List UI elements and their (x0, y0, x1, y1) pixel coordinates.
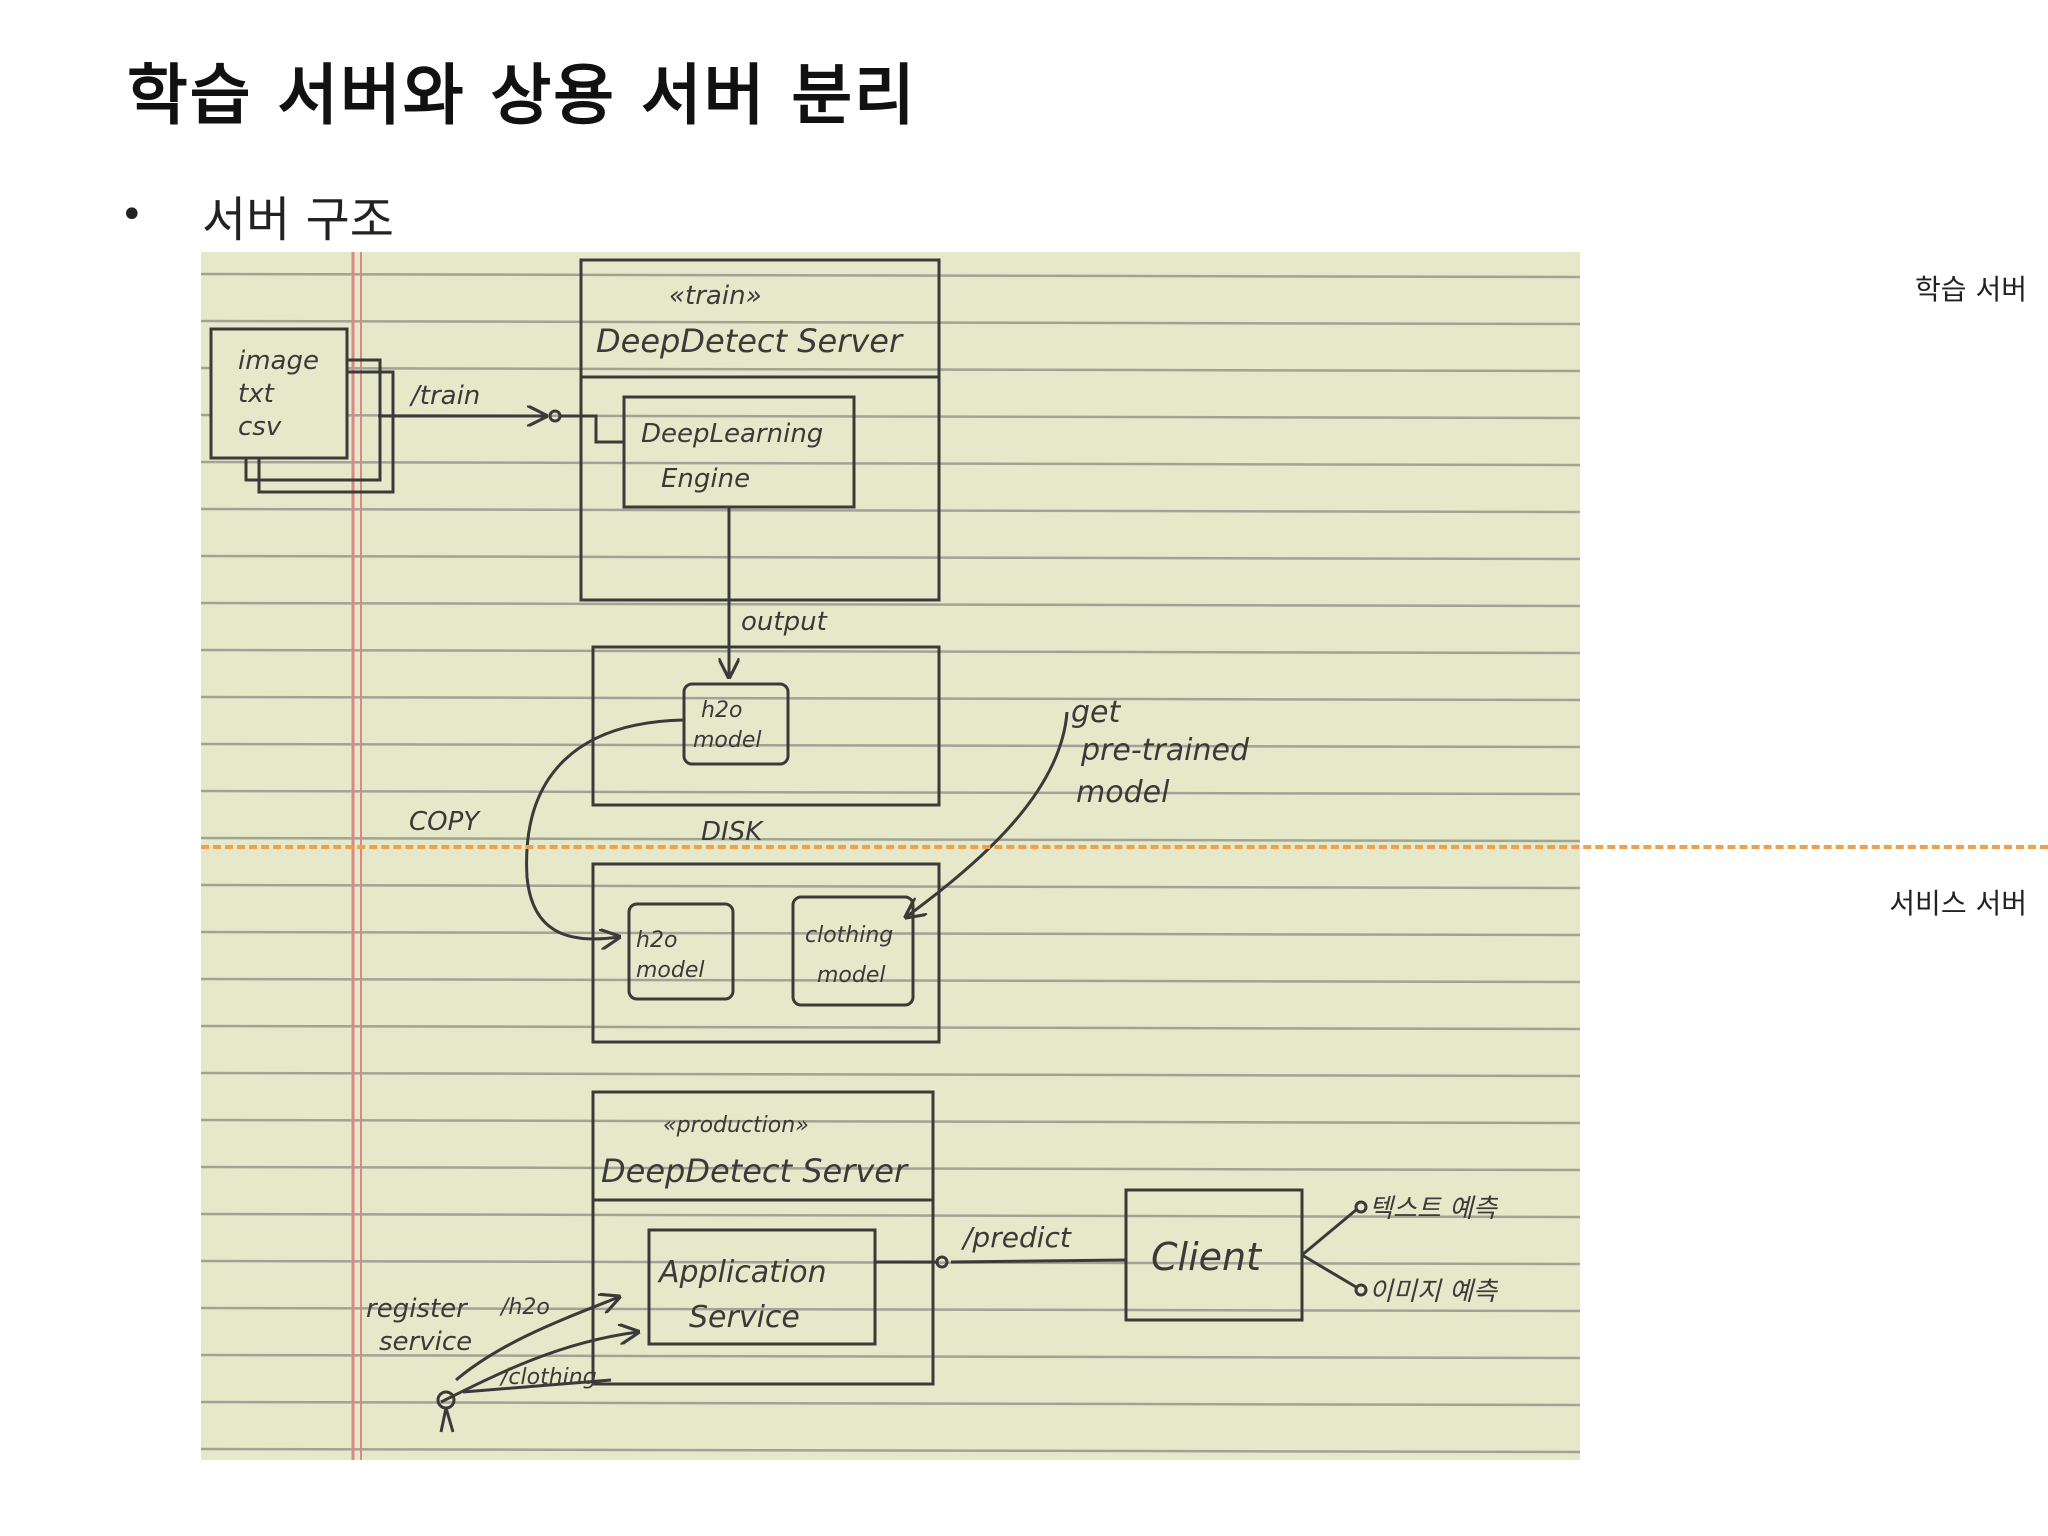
prod-stereotype-label: «production» (663, 1113, 809, 1138)
app-service-line-1: Application (657, 1255, 827, 1290)
input-doc-line-3: csv (238, 412, 282, 442)
reg-clothing-label: /clothing (499, 1365, 597, 1390)
pretrained-line-1: get (1071, 695, 1122, 730)
engine-label-line-1: DeepLearning (641, 419, 823, 449)
pretrained-line-2: pre-trained (1080, 733, 1250, 768)
bullet-item: • 서버 구조 (120, 180, 394, 250)
prod-server-label: DeepDetect Server (601, 1152, 909, 1190)
sketch-photo: image txt csv /train «train» DeepDetect … (201, 252, 1580, 1460)
service-server-side-label: 서비스 서버 (1889, 882, 2027, 922)
register-line-1: register (366, 1294, 469, 1324)
copy-label: COPY (409, 807, 481, 837)
register-line-2: service (379, 1327, 472, 1357)
train-server-label: DeepDetect Server (596, 322, 904, 360)
predict-label: /predict (960, 1221, 1072, 1254)
reg-h2o-label: /h2o (499, 1295, 550, 1320)
h2o-model-line-2: model (636, 958, 705, 983)
server-divider-line (201, 845, 2048, 849)
output-label: output (741, 607, 828, 637)
bullet-text: 서버 구조 (202, 180, 394, 250)
engine-label-line-2: Engine (661, 464, 750, 494)
train-stereotype-label: «train» (669, 281, 762, 311)
disk-model-line-2: model (693, 728, 762, 753)
disk-model-line-1: h2o (701, 698, 742, 723)
h2o-model-line-1: h2o (636, 928, 677, 953)
train-call-label: /train (409, 381, 480, 411)
app-service-line-2: Service (689, 1300, 800, 1335)
client-label: Client (1151, 1235, 1263, 1279)
slide-title: 학습 서버와 상용 서버 분리 (127, 42, 917, 138)
clothing-model-line-1: clothing (805, 923, 893, 948)
clothing-model-line-2: model (817, 963, 886, 988)
client-output-1: 텍스트 예측 (1369, 1194, 1499, 1224)
sketch-diagram: image txt csv /train «train» DeepDetect … (201, 252, 1580, 1460)
client-output-2: 이미지 예측 (1369, 1277, 1499, 1307)
bullet-icon: • (120, 192, 202, 238)
train-server-side-label: 학습 서버 (1915, 268, 2027, 308)
input-doc-line-2: txt (238, 379, 275, 409)
pretrained-line-3: model (1076, 775, 1170, 810)
predict-line (951, 1260, 1126, 1262)
input-doc-line-1: image (238, 346, 319, 376)
disk-label: DISK (701, 817, 764, 847)
